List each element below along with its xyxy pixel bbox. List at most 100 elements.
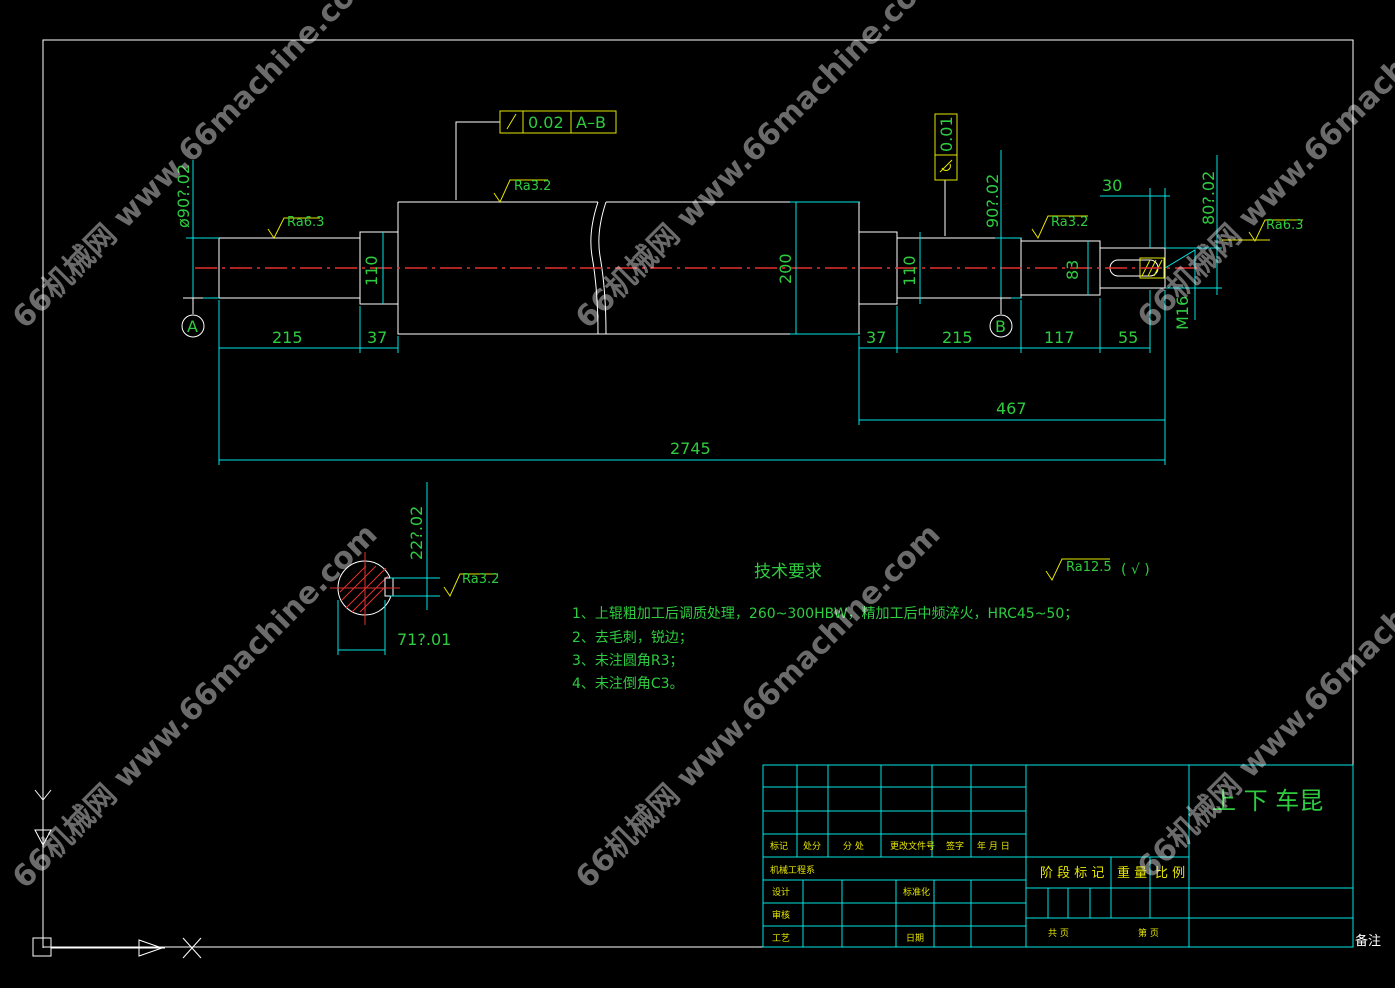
section-dim-lines	[337, 482, 440, 655]
section-keyway	[384, 577, 394, 597]
cyl-value: 0.01	[937, 116, 956, 152]
dim-line-30	[1100, 188, 1170, 248]
datum-a-circle	[181, 314, 205, 338]
dim-line-80-end	[1165, 155, 1222, 295]
dim-dia-left-tol: ø90?.02	[174, 164, 193, 228]
tech-item-4: 4、未注倒角C3。	[572, 676, 684, 692]
dim-2745: 2745	[670, 439, 711, 458]
tb-h-sign: 签字	[946, 840, 964, 852]
dim-55: 55	[1118, 328, 1138, 347]
tb-review: 审核	[772, 909, 790, 921]
runout-frame	[499, 110, 617, 134]
dim-dia-right-tol: 90?.02	[983, 174, 1002, 228]
datums: A B	[181, 297, 1013, 338]
tb-h-mark: 标记	[770, 840, 788, 852]
watermark-6: 66机械网 www.66machine.com	[1131, 507, 1395, 885]
tb-remark: 备注	[1355, 933, 1381, 949]
dim-110-left: 110	[362, 255, 381, 286]
watermark-4: 66机械网 www.66machine.com	[6, 517, 384, 895]
ucs-y-axis	[34, 789, 52, 948]
shaft-body-left	[397, 201, 606, 335]
ra-body-label: Ra3.2	[514, 179, 551, 194]
tb-design: 设计	[772, 886, 790, 898]
cylindricity-icon	[939, 159, 953, 173]
dim-200: 200	[776, 253, 795, 284]
datum-b-circle	[989, 314, 1013, 338]
tb-grid	[763, 765, 1353, 947]
dim-467: 467	[996, 399, 1027, 418]
tech-item-3: 3、未注圆角R3；	[572, 653, 684, 669]
tb-date: 日期	[906, 933, 924, 944]
dim-dia-end-tol: 80?.02	[1199, 171, 1218, 225]
watermark-3: 66机械网 www.66machine.com	[1131, 0, 1395, 336]
shaft-break-line	[590, 201, 607, 335]
datum-b-label: B	[995, 317, 1006, 336]
dim-37-left: 37	[367, 328, 387, 347]
tb-part-name: 上 下 车昆	[1212, 787, 1323, 815]
ra-right-symbol	[1031, 215, 1088, 240]
ra-right-label: Ra3.2	[1051, 215, 1088, 230]
dim-30: 30	[1102, 176, 1122, 195]
ext-lines	[218, 290, 1166, 465]
tb-outer	[762, 764, 1354, 948]
tech-item-2: 2、去毛刺，锐边；	[572, 630, 693, 646]
ra-left-symbol	[267, 217, 320, 239]
tb-total-sheets: 共 页	[1048, 928, 1069, 939]
tb-h-zone: 分 处	[843, 840, 864, 852]
section-view: 22?.02 71?.01 Ra3.2	[330, 482, 499, 655]
dim-117: 117	[1044, 328, 1075, 347]
tech-title: 技术要求	[754, 562, 822, 582]
tb-sheet-no: 第 页	[1138, 927, 1159, 939]
ra-general-symbol	[1045, 558, 1110, 582]
ra-body-symbol	[493, 179, 548, 204]
ucs-origin-box	[32, 937, 52, 957]
ra-end-symbol	[1222, 219, 1303, 243]
datum-b-leader	[991, 297, 1011, 314]
tb-scale: 比 例	[1155, 866, 1185, 881]
tb-department: 机械工程系	[770, 864, 815, 876]
tb-stage-mark: 阶 段 标 记	[1040, 866, 1104, 881]
tb-h-date: 年 月 日	[977, 840, 1010, 852]
runout-value: 0.02	[528, 113, 564, 132]
title-block: 上 下 车昆 标记 处分 分 处 更改文件号 签字 年 月 日 机械工程系 设计…	[762, 764, 1381, 949]
tb-standardize: 标准化	[903, 886, 930, 898]
ra-general-mark: ( √ )	[1121, 562, 1150, 578]
tb-h-docno: 更改文件号	[890, 840, 935, 852]
dim-m16: M16	[1173, 296, 1192, 330]
datum-a-leader	[183, 297, 203, 314]
tb-weight: 重 量	[1117, 865, 1147, 881]
runout-leader	[455, 121, 500, 200]
runout-icon	[506, 113, 517, 130]
ra-end-label: Ra6.3	[1266, 218, 1303, 233]
frame-border	[42, 39, 1354, 948]
runout-datum: A–B	[576, 113, 606, 132]
ucs-x-axis	[51, 937, 202, 959]
ucs-icon	[32, 789, 202, 959]
dim-83: 83	[1063, 260, 1082, 280]
dim-215-right: 215	[942, 328, 973, 347]
tb-h-count: 处分	[803, 840, 821, 852]
roughness-symbols: Ra6.3 Ra3.2 Ra3.2 Ra6.3 Ra12.5 ( √ )	[267, 179, 1303, 582]
watermark-2: 66机械网 www.66machine.com	[569, 0, 947, 336]
ra-key-symbol	[443, 573, 498, 598]
gdt-frames: 0.02 A–B 0.01	[455, 110, 958, 236]
datum-a-label: A	[187, 317, 198, 336]
dim-110-right: 110	[900, 255, 919, 286]
shaft-main-view	[195, 201, 1200, 335]
dim-37-right: 37	[866, 328, 886, 347]
shaft-keyway	[1109, 259, 1159, 277]
dim-line-200	[790, 201, 860, 335]
cyl-frame	[934, 113, 958, 181]
section-centerlines	[330, 552, 400, 625]
tech-item-1: 1、上辊粗加工后调质处理，260~300HBW，精加工后中频淬火，HRC45~5…	[572, 606, 1078, 622]
tb-process: 工艺	[772, 933, 790, 944]
ra-key-label: Ra3.2	[462, 572, 499, 587]
dim-key-depth: 22?.02	[407, 506, 426, 560]
ra-general-label: Ra12.5	[1066, 560, 1112, 575]
dim-215-left: 215	[272, 328, 303, 347]
watermark-1: 66机械网 www.66machine.com	[6, 0, 384, 336]
dim-line-m16	[1164, 249, 1196, 320]
dim-key-width: 71?.01	[397, 630, 451, 649]
dimensions: 215 37 37 215 117 55 467 2745 30 110 200…	[174, 150, 1222, 465]
